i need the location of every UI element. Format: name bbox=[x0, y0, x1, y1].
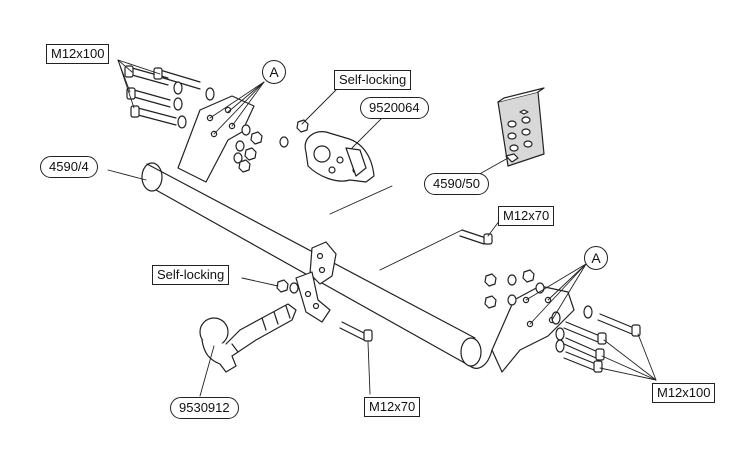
label-part-9530912: 9530912 bbox=[170, 397, 239, 419]
top-self-locking-nuts bbox=[279, 119, 309, 148]
socket-plate-4590-50 bbox=[497, 87, 545, 167]
marker-a-left: A bbox=[262, 60, 286, 84]
label-m12x100-bottom: M12x100 bbox=[652, 383, 716, 403]
left-bolts-m12x100 bbox=[124, 65, 215, 129]
coupling-plate-9520064 bbox=[304, 131, 375, 183]
label-self-locking-top: Self-locking bbox=[334, 70, 412, 90]
right-side-bracket bbox=[491, 285, 575, 373]
tube-left-end bbox=[141, 162, 163, 192]
left-side-bracket bbox=[177, 95, 255, 183]
label-m12x70-right: M12x70 bbox=[498, 206, 555, 226]
marker-a-right: A bbox=[584, 246, 608, 270]
left-nuts-washers bbox=[233, 124, 263, 173]
label-part-4590-50: 4590/50 bbox=[424, 173, 489, 195]
right-nuts-washers bbox=[484, 269, 545, 309]
right-bolt-m12x70 bbox=[459, 229, 493, 245]
tube-right-end bbox=[460, 337, 482, 367]
label-part-9520064: 9520064 bbox=[360, 97, 429, 119]
bottom-self-locking-nut bbox=[276, 279, 299, 294]
right-bolts-m12x100 bbox=[551, 305, 641, 373]
label-self-locking-bottom: Self-locking bbox=[152, 265, 230, 285]
label-m12x70-bottom: M12x70 bbox=[364, 397, 421, 417]
label-m12x100-top: M12x100 bbox=[46, 44, 110, 64]
center-mount-plate bbox=[309, 241, 337, 285]
bottom-bolt-m12x70 bbox=[339, 321, 373, 342]
main-crossbar-tube bbox=[141, 162, 493, 369]
tow-ball-9530912 bbox=[199, 303, 297, 373]
label-part-4590-4: 4590/4 bbox=[40, 156, 98, 178]
